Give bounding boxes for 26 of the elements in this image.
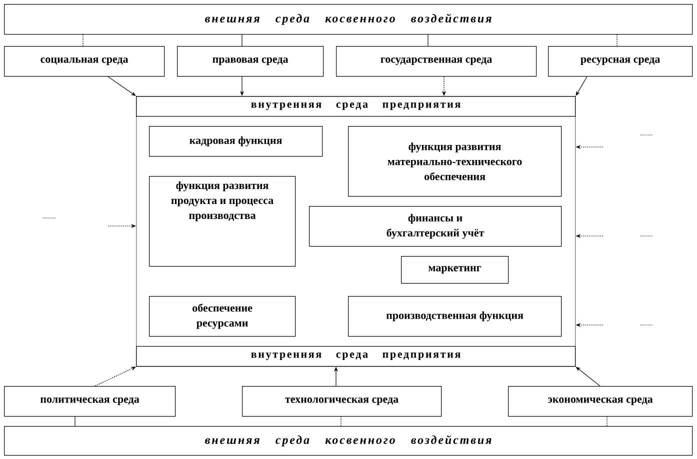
- connector-line: [74, 416, 76, 426]
- environment-box: государственная среда: [336, 46, 537, 77]
- connector-line: [340, 416, 342, 426]
- environment-box: политическая среда: [4, 386, 176, 417]
- function-box: финансы и бухгалтерский учёт: [309, 206, 562, 247]
- function-box: функция развития продукта и процесса производства: [149, 176, 296, 267]
- connector-line: [616, 34, 618, 46]
- environment-box: экономическая среда: [508, 386, 693, 417]
- footer-band: внутренняя среда предприятия: [136, 346, 576, 367]
- header-band: внутренняя среда предприятия: [136, 96, 576, 117]
- function-box: маркетинг: [401, 256, 509, 284]
- function-box: обеспечение ресурсами: [149, 296, 296, 337]
- environment-box: правовая среда: [177, 46, 324, 77]
- environment-box: социальная среда: [4, 46, 165, 77]
- environment-box: технологическая среда: [242, 386, 442, 417]
- banner-box: внешняя среда косвенного воздействия: [4, 426, 693, 456]
- banner-box: внешняя среда косвенного воздействия: [4, 4, 693, 35]
- arrow: [108, 76, 136, 96]
- connector-line: [606, 416, 608, 426]
- arrow: [94, 366, 136, 386]
- environment-box: ресурсная среда: [548, 46, 693, 77]
- function-box: функция развития материально-технического обеспечения: [348, 126, 562, 197]
- connector-line: [82, 34, 84, 46]
- function-box: кадровая функция: [149, 126, 323, 157]
- arrow: [576, 76, 588, 96]
- function-box: производственная функция: [348, 296, 562, 337]
